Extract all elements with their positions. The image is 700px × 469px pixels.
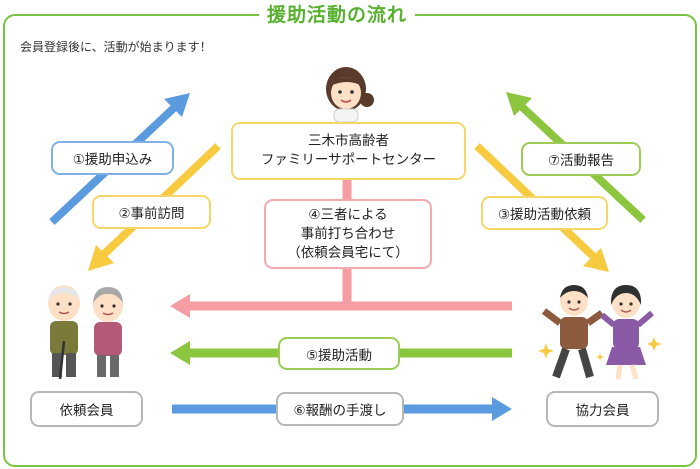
- helper-couple-icon: [538, 285, 661, 380]
- requester-member-label: 依頼会員: [30, 391, 143, 427]
- intro-text: 会員登録後に、活動が始まります！: [20, 40, 212, 54]
- center-box: 三木市高齢者 ファミリーサポートセンター: [231, 122, 466, 180]
- helper-member-label: 協力会員: [546, 391, 659, 427]
- step-2-label: ②事前訪問: [92, 195, 211, 229]
- page-title: 援助活動の流れ: [259, 2, 416, 28]
- step-3-label: ③援助活動依頼: [481, 196, 608, 230]
- step-4-line3: （依頼会員宅にて）: [287, 244, 409, 261]
- step-4-box: ④三者による 事前打ち合わせ （依頼会員宅にて）: [264, 199, 432, 269]
- step-4-line2: 事前打ち合わせ: [300, 225, 396, 242]
- elderly-couple-icon: [48, 285, 123, 380]
- step-1-label: ①援助申込み: [51, 141, 174, 175]
- staff-woman-icon: [326, 67, 374, 122]
- center-line1: 三木市高齢者: [308, 133, 389, 149]
- step-5-label: ⑤援助活動: [278, 337, 400, 370]
- center-line2: ファミリーサポートセンター: [260, 152, 437, 168]
- step-7-label: ⑦活動報告: [521, 142, 641, 176]
- step-6-label: ⑥報酬の手渡し: [276, 392, 404, 426]
- step-4-line1: ④三者による: [308, 206, 388, 223]
